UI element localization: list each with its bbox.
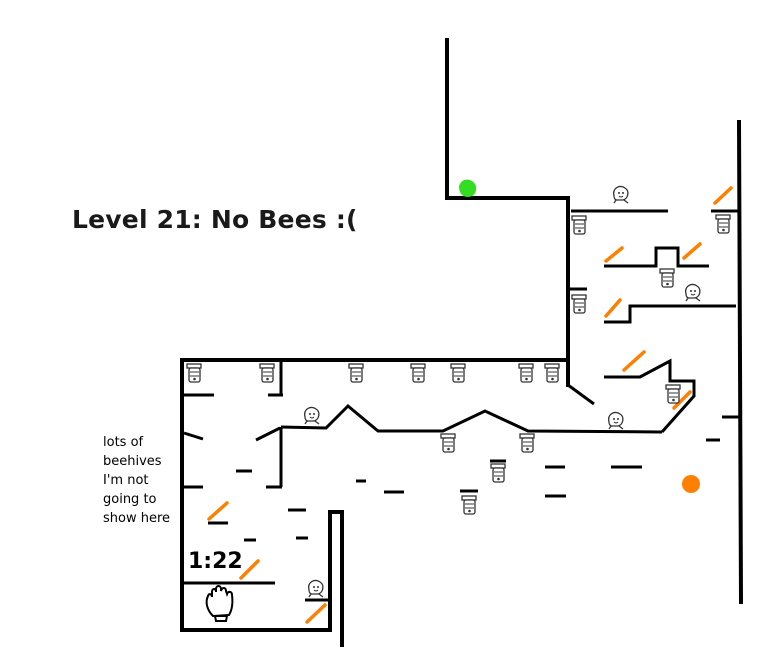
- spike-icon: [305, 603, 327, 624]
- beehive-icon: [348, 363, 364, 383]
- hand-icon: [205, 585, 234, 622]
- spikes: [207, 186, 733, 624]
- beehive-icon: [715, 214, 731, 234]
- maze-walls: [180, 38, 744, 647]
- level-note: lots of beehives I'm not going to show h…: [103, 433, 193, 528]
- beehive-icon: [659, 268, 675, 288]
- player-ball-icon[interactable]: [682, 475, 700, 493]
- beehive-icon: [461, 495, 477, 515]
- beehives: [186, 214, 731, 515]
- spike-icon: [604, 246, 624, 263]
- creature-icon: [304, 406, 320, 425]
- note-line: lots of: [103, 435, 144, 450]
- beehive-icon: [440, 433, 456, 453]
- beehive-icon: [518, 363, 534, 383]
- creature-icon: [685, 283, 701, 302]
- beehive-icon: [186, 363, 202, 383]
- beehive-icon: [571, 215, 587, 235]
- beehive-icon: [410, 363, 426, 383]
- timer-display: 1:22: [188, 549, 243, 574]
- note-line: show here: [103, 511, 171, 526]
- note-line: I'm not: [103, 473, 149, 488]
- spike-icon: [713, 186, 733, 205]
- note-line: beehives: [103, 454, 162, 469]
- beehive-icon: [259, 363, 275, 383]
- beehive-icon: [519, 433, 535, 453]
- creatures: [304, 185, 701, 598]
- spike-icon: [682, 242, 702, 260]
- spike-icon: [207, 501, 229, 521]
- beehive-icon: [544, 363, 560, 383]
- creature-icon: [308, 579, 324, 598]
- beehive-icon: [571, 294, 587, 314]
- goal-icon: [459, 179, 477, 197]
- note-line: going to: [103, 492, 157, 507]
- spike-icon: [672, 390, 692, 410]
- spike-icon: [239, 559, 260, 580]
- beehive-icon: [665, 384, 681, 404]
- creature-icon: [613, 185, 629, 204]
- spike-icon: [604, 298, 622, 318]
- creature-icon: [608, 411, 624, 430]
- beehive-icon: [490, 463, 506, 483]
- beehive-icon: [450, 363, 466, 383]
- level-title: Level 21: No Bees :(: [72, 205, 358, 234]
- spike-icon: [622, 350, 646, 372]
